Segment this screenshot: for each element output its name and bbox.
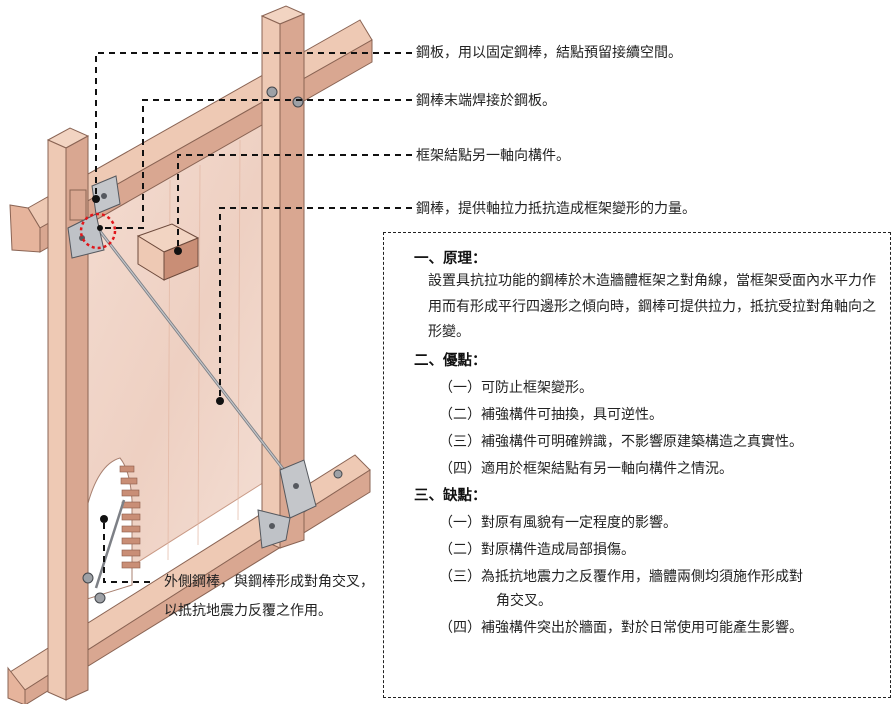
- explanation-panel: 一、原理： 設置具抗拉功能的鋼棒於木造牆體框架之對角線，當框架受面內水平力作用而…: [383, 232, 891, 698]
- disadvantage-item: （四）補強構件突出於牆面，對於日常使用可能產生影響。: [439, 620, 803, 636]
- disadvantage-item: （三）為抵抗地震力之反覆作用，牆體兩側均須施作形成對: [439, 569, 803, 585]
- disadvantage-item: （一）對原有風貌有一定程度的影響。: [439, 515, 677, 531]
- right-post: [260, 5, 306, 549]
- left-joint-stub: [69, 189, 87, 221]
- upper-steel-plate: [67, 175, 121, 259]
- callout-outer-rod: 外側鋼棒，與鋼棒形成對角交叉，以抵抗地震力反覆之作用。: [164, 574, 374, 619]
- outer-steel-rod: [94, 499, 126, 589]
- principle-text: 設置具抗拉功能的鋼棒於木造牆體框架之對角線，當框架受面內水平力作用而有形成平行四…: [428, 273, 876, 340]
- bolts: [82, 86, 343, 604]
- leader-lines: [95, 52, 412, 583]
- advantages-heading: 二、優點：: [414, 352, 487, 369]
- advantage-item: （四）適用於框架結點有另一軸向構件之情況。: [439, 461, 733, 477]
- callout-frame-joint-member: 框架結點另一軸向構件。: [416, 148, 570, 164]
- callout-steel-rod: 鋼棒，提供軸拉力抵抗造成框架變形的力量。: [416, 201, 696, 217]
- arch-brick-courses: [119, 465, 141, 569]
- disadvantage-item-continued: 角交叉。: [496, 593, 552, 609]
- lower-steel-plate: [257, 459, 317, 549]
- disadvantage-item: （二）對原構件造成局部損傷。: [439, 542, 635, 558]
- weld-highlight-circle: [79, 212, 117, 250]
- left-post: [46, 127, 90, 701]
- leader-dots: [92, 195, 224, 523]
- advantage-item: （三）補強構件可明確辨識，不影響原建築構造之真實性。: [439, 434, 803, 450]
- disadvantages-heading: 三、缺點：: [414, 487, 487, 504]
- advantage-item: （一）可防止框架變形。: [439, 380, 593, 396]
- callout-rod-end-weld: 鋼棒末端焊接於鋼板。: [416, 93, 556, 109]
- callout-steel-plate: 鋼板，用以固定鋼棒，結點預留接續空間。: [416, 45, 682, 61]
- orthogonal-member-block: [136, 223, 200, 281]
- principle-heading: 一、原理：: [414, 250, 487, 267]
- advantage-item: （二）補強構件可抽換，具可逆性。: [439, 407, 663, 423]
